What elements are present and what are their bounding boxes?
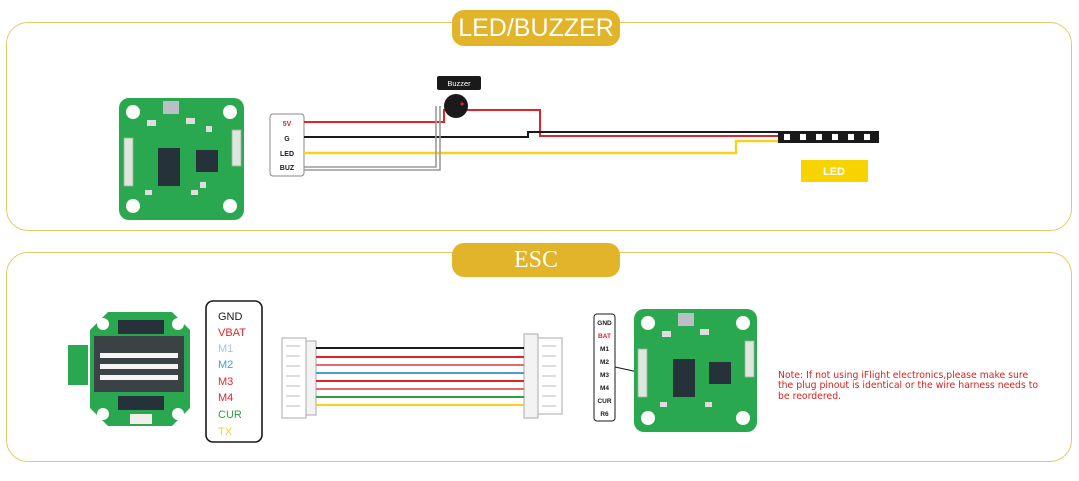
esc-pin-m3: M3 [218, 376, 233, 388]
compatibility-note: Note: If not using iFlight electronics,p… [778, 370, 1039, 402]
esc-pin-vbat: VBAT [218, 327, 246, 339]
fc-pin-cur: CUR [597, 398, 611, 405]
esc-pin-cur: CUR [218, 409, 242, 421]
pin-label-buz: BUZ [280, 165, 295, 172]
cable-connector-right [523, 333, 563, 419]
fc-pin-bat: BAT [598, 333, 611, 340]
flight-controller-board-top [119, 98, 244, 220]
esc-pin-tx: TX [218, 426, 233, 438]
fc-pin-m1: M1 [600, 346, 609, 353]
esc-pin-m2: M2 [218, 359, 233, 371]
fc-pin-m4: M4 [600, 385, 609, 392]
cable-connector-left [281, 337, 317, 419]
fc-pin-m3: M3 [600, 372, 609, 379]
pin-label-5v: 5V [283, 121, 292, 128]
esc-pin-m4: M4 [218, 392, 233, 404]
led-connector-box: 5V G LED BUZ [269, 113, 305, 177]
fc-pin-m2: M2 [600, 359, 609, 366]
led-buzzer-wires [304, 106, 780, 171]
led-buzzer-title: LED/BUZZER [452, 10, 620, 46]
led-label: LED [823, 166, 845, 178]
esc-board [68, 312, 190, 426]
led-strip [778, 131, 879, 143]
flight-controller-board-bottom [634, 309, 757, 432]
esc-title: ESC [452, 243, 620, 277]
pin-label-led: LED [280, 151, 294, 158]
led-label-box [801, 160, 868, 182]
buzzer: Buzzer [437, 76, 481, 118]
pin-label-g: G [284, 136, 290, 143]
esc-cable-wires [316, 347, 524, 406]
esc-pin-m1: M1 [218, 343, 233, 355]
buzzer-label: Buzzer [447, 79, 471, 88]
esc-pin-gnd: GND [218, 311, 243, 323]
esc-pin-box: GND VBAT M1 M2 M3 M4 CUR TX [205, 300, 263, 443]
fc-pin-gnd: GND [597, 320, 612, 327]
fc-pin-r6: R6 [600, 411, 609, 418]
fc-pin-box: GND BAT M1 M2 M3 M4 CUR R6 [593, 313, 616, 422]
